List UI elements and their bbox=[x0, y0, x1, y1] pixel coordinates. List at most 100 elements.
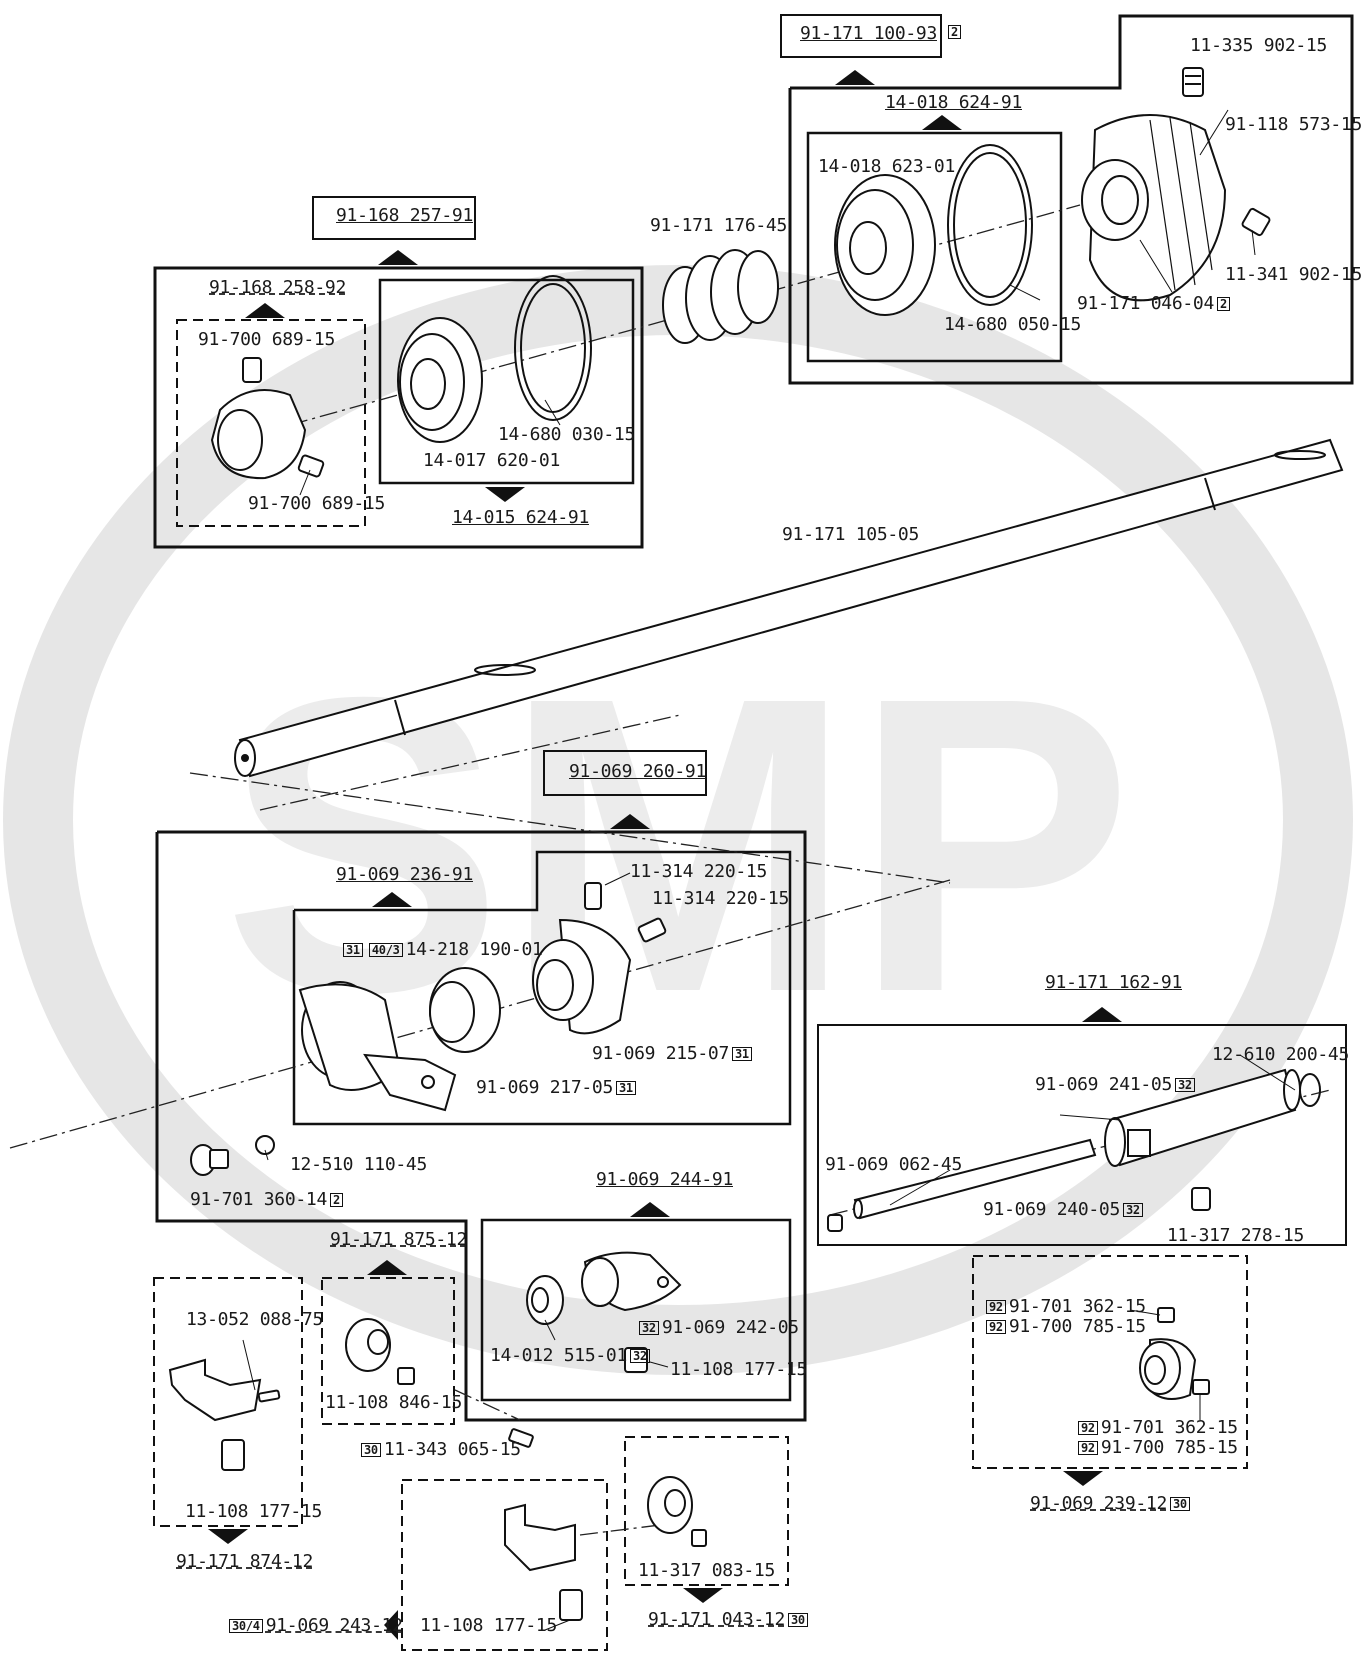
assembly-label[interactable]: 91-171 875-12 bbox=[330, 1230, 467, 1250]
ref-badge: 30/4 bbox=[229, 1619, 263, 1633]
part-code: 11-317 278-15 bbox=[1167, 1225, 1304, 1246]
assembly-label[interactable]: 14-018 624-91 bbox=[885, 93, 1022, 113]
collar-91-069-215-07 bbox=[532, 918, 632, 1035]
part-code: 13-052 088-75 bbox=[186, 1309, 323, 1330]
ref-badge: 32 bbox=[629, 1349, 650, 1363]
leader-lines bbox=[242, 109, 1296, 1631]
part-code: 91-171 105-05 bbox=[782, 524, 919, 545]
assembly-code: 14-018 624-91 bbox=[885, 92, 1022, 113]
assembly-label[interactable]: 91-069 260-91 bbox=[569, 762, 706, 782]
bearing-14-018-623-01 bbox=[834, 174, 936, 316]
pointer-arrows bbox=[208, 70, 1122, 1640]
part-label[interactable]: 91-171 176-45 bbox=[650, 216, 787, 236]
ring-12-610-200-45 bbox=[1299, 1073, 1321, 1107]
assembly-label[interactable]: 91-171 874-12 bbox=[176, 1552, 313, 1572]
ref-badge: 30 bbox=[787, 1613, 808, 1627]
retaining-ring-14-680-030-15 bbox=[514, 275, 592, 421]
part-label[interactable]: 11-317 278-15 bbox=[1167, 1226, 1304, 1246]
screw-11-343-065-15 bbox=[508, 1428, 534, 1448]
bearing-14-017-620-01 bbox=[397, 317, 483, 443]
part-code: 12-510 110-45 bbox=[290, 1154, 427, 1175]
screw-11-314-220-15 bbox=[584, 882, 667, 943]
bearing-14-218-190-01 bbox=[429, 967, 501, 1053]
part-label[interactable]: 11-108 846-15 bbox=[325, 1393, 462, 1413]
part-label[interactable]: 12-610 200-45 bbox=[1212, 1045, 1349, 1065]
assembly-label[interactable]: 91-069 244-91 bbox=[596, 1170, 733, 1190]
part-code: 91-700 689-15 bbox=[198, 329, 335, 350]
part-code: 91-701 360-14 bbox=[190, 1189, 327, 1210]
ref-badge: 31 bbox=[615, 1081, 636, 1095]
assembly-code: 91-168 257-91 bbox=[336, 205, 473, 226]
part-label[interactable]: 91-118 573-15 bbox=[1225, 115, 1362, 135]
assembly-label[interactable]: 91-171 100-93 bbox=[800, 24, 937, 44]
part-label[interactable]: 14-680 050-15 bbox=[944, 315, 1081, 335]
ref-badge: 31 bbox=[343, 943, 363, 957]
part-code: 11-343 065-15 bbox=[383, 1439, 521, 1460]
assembly-label[interactable]: 91-069 236-91 bbox=[336, 865, 473, 885]
part-code: 14-018 623-01 bbox=[818, 156, 955, 177]
ref-badge: 40/3 bbox=[368, 943, 403, 957]
assembly-label[interactable]: 14-015 624-91 bbox=[452, 508, 589, 528]
ref-badge: 92 bbox=[986, 1300, 1006, 1314]
assembly-label[interactable]: 91-168 258-92 bbox=[209, 278, 346, 298]
part-code: 91-701 362-15 bbox=[1100, 1417, 1238, 1438]
part-label[interactable]: 91-171 105-05 bbox=[782, 525, 919, 545]
part-label[interactable]: 14-680 030-15 bbox=[498, 425, 635, 445]
part-code: 91-069 062-45 bbox=[825, 1154, 962, 1175]
part-label[interactable]: 11-317 083-15 bbox=[638, 1561, 775, 1581]
part-label[interactable]: 91-700 689-15 bbox=[248, 494, 385, 514]
assembly-label[interactable]: 91-168 257-91 bbox=[336, 206, 473, 226]
part-label[interactable]: 13-052 088-75 bbox=[186, 1310, 323, 1330]
shaft-91-069-240-05 bbox=[853, 1138, 1097, 1220]
assembly-label[interactable]: 91-171 162-91 bbox=[1045, 973, 1182, 993]
frame-91-171-874-12 bbox=[153, 1277, 303, 1527]
part-code: 11-108 177-15 bbox=[420, 1615, 557, 1636]
part-code: 14-680 050-15 bbox=[944, 314, 1081, 335]
part-label[interactable]: 91-069 062-45 bbox=[825, 1155, 962, 1175]
part-label[interactable]: 11-108 177-15 bbox=[420, 1616, 557, 1636]
assembly-code: 14-015 624-91 bbox=[452, 507, 589, 528]
part-label[interactable]: 11-314 220-15 bbox=[630, 862, 767, 882]
assembly-code: 91-171 162-91 bbox=[1045, 972, 1182, 993]
collar-91-171-043-12 bbox=[647, 1476, 707, 1547]
assembly-code: 91-069 244-91 bbox=[596, 1169, 733, 1190]
part-code: 11-108 177-15 bbox=[670, 1359, 807, 1380]
part-label[interactable]: 12-510 110-45 bbox=[290, 1155, 427, 1175]
part-label[interactable]: 14-018 623-01 bbox=[818, 157, 955, 177]
part-label[interactable]: 11-108 177-15 bbox=[185, 1502, 322, 1522]
part-label[interactable]: 11-335 902-15 bbox=[1190, 36, 1327, 56]
part-label[interactable]: 91-700 689-15 bbox=[198, 330, 335, 350]
part-code: 14-680 030-15 bbox=[498, 424, 635, 445]
frame-91-171-875-12 bbox=[321, 1277, 455, 1425]
part-label[interactable]: 11-108 177-15 bbox=[670, 1360, 807, 1380]
frame-91-171-162-91 bbox=[817, 1024, 1347, 1246]
part-label[interactable]: 11-341 902-15 bbox=[1225, 265, 1362, 285]
part-code: 11-314 220-15 bbox=[630, 861, 767, 882]
part-label[interactable]: 11-314 220-15 bbox=[652, 889, 789, 909]
pulley-91-118-573-15 bbox=[1081, 114, 1227, 302]
part-label[interactable]: 14-017 620-01 bbox=[423, 451, 560, 471]
assembly-code: 91-171 875-12 bbox=[330, 1229, 467, 1250]
ref-badge: 2 bbox=[329, 1193, 343, 1207]
collar-91-700-689-15 bbox=[210, 357, 325, 480]
screw-11-341-902-15 bbox=[1241, 207, 1271, 237]
ring-12-510-110-45 bbox=[255, 1135, 275, 1155]
